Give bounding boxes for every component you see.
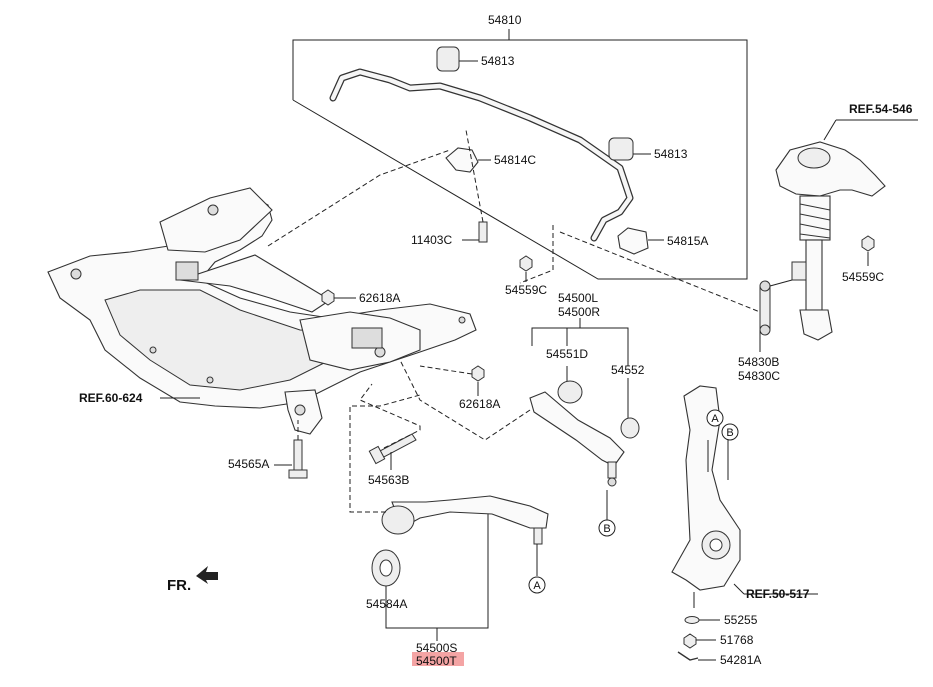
nut-54559C-right[interactable] (861, 235, 875, 266)
arm-54500S-drawing[interactable] (381, 495, 549, 576)
svg-text:A: A (533, 580, 541, 592)
bushing-54584A[interactable] (371, 549, 401, 597)
label-55255[interactable]: 55255 (724, 613, 758, 627)
label-54551D[interactable]: 54551D (546, 347, 588, 361)
bracket-54814C[interactable] (445, 147, 491, 173)
bushing-54813-right[interactable] (608, 137, 651, 161)
label-62618A-upper[interactable]: 62618A (359, 291, 400, 305)
label-54584A[interactable]: 54584A (366, 597, 407, 611)
bolt-54563B[interactable] (359, 383, 421, 470)
label-54830C[interactable]: 54830C (738, 369, 780, 383)
label-54500T[interactable]: 54500T (416, 654, 457, 668)
stabilizer-link-dash (519, 225, 554, 284)
label-62618A-lower[interactable]: 62618A (459, 397, 500, 411)
circle-a-knuckle[interactable]: A (706, 409, 724, 427)
circle-b-arm[interactable]: B (598, 519, 616, 537)
svg-text:B: B (726, 427, 733, 439)
stabilizer-bar-drawing (329, 68, 634, 242)
bushing-54813-top[interactable] (436, 46, 478, 72)
strut-assembly-drawing[interactable] (775, 119, 918, 341)
arm-54500L-drawing[interactable] (529, 366, 640, 520)
label-54815A[interactable]: 54815A (667, 234, 708, 248)
label-54563B[interactable]: 54563B (368, 473, 409, 487)
label-54552[interactable]: 54552 (611, 363, 645, 377)
ref-50-517[interactable]: REF.50-517 (746, 587, 810, 601)
svg-text:B: B (603, 523, 610, 535)
label-54810[interactable]: 54810 (488, 13, 522, 27)
svg-text:A: A (711, 413, 719, 425)
nut-62618A-upper[interactable] (321, 289, 356, 306)
arm-54500L-frame (531, 318, 629, 366)
front-arrow-icon (196, 566, 218, 584)
nut-54559C-left[interactable] (519, 255, 533, 282)
stabilizer-link-54830B[interactable] (759, 279, 793, 352)
ref-54-546[interactable]: REF.54-546 (849, 102, 913, 116)
crossmember-stabilizer-dash (267, 149, 451, 247)
bolt-11403C[interactable] (462, 129, 488, 243)
stabilizer-group-frame (292, 29, 748, 280)
arm-54500S-dash (349, 394, 421, 513)
label-11403C[interactable]: 11403C (411, 233, 452, 247)
label-54559C-left[interactable]: 54559C (505, 283, 547, 297)
nut-51768[interactable] (683, 633, 716, 649)
label-54813-right[interactable]: 54813 (654, 147, 688, 161)
ref-60-624[interactable]: REF.60-624 (79, 391, 143, 405)
washer-55255[interactable] (684, 616, 720, 624)
front-label: FR. (167, 577, 191, 594)
arm-crossmember-dash (399, 359, 531, 441)
circle-b-knuckle[interactable]: B (721, 423, 739, 441)
label-54830B[interactable]: 54830B (738, 355, 779, 369)
label-54500S[interactable]: 54500S (416, 641, 457, 655)
label-54814C[interactable]: 54814C (494, 153, 536, 167)
label-54281A[interactable]: 54281A (720, 653, 761, 667)
label-54813-top[interactable]: 54813 (481, 54, 515, 68)
nut-62618A-lower[interactable] (419, 365, 485, 396)
label-54559C-right[interactable]: 54559C (842, 270, 884, 284)
arm-54500S-frame (385, 496, 489, 641)
label-54500L[interactable]: 54500L (558, 291, 598, 305)
pin-54281A[interactable] (677, 651, 716, 661)
stabilizer-to-link-dash (559, 231, 761, 313)
highlight-54500T (412, 652, 464, 666)
knuckle-drawing[interactable] (671, 385, 818, 608)
label-54565A[interactable]: 54565A (228, 457, 269, 471)
label-51768[interactable]: 51768 (720, 633, 754, 647)
bolt-54565A[interactable] (274, 420, 308, 479)
label-54500R[interactable]: 54500R (558, 305, 600, 319)
bracket-54815A[interactable] (617, 227, 664, 255)
circle-a-arm[interactable]: A (528, 576, 546, 594)
crossmember-drawing (47, 187, 477, 435)
